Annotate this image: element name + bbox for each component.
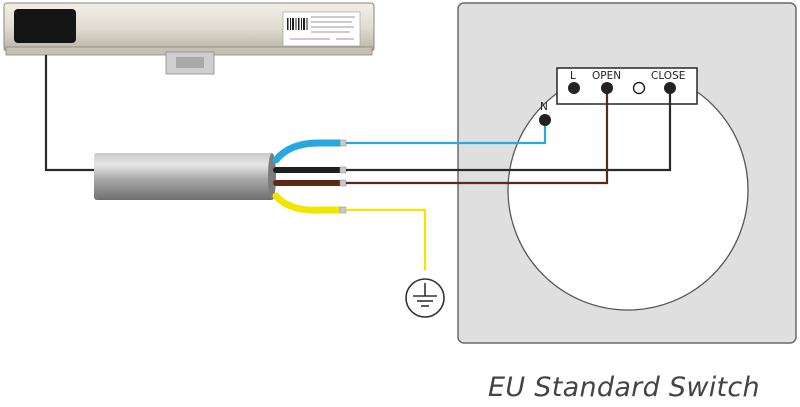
label-fine-print (290, 16, 355, 40)
actuator-lead-wire (44, 55, 97, 172)
terminal-n-dot (539, 114, 551, 126)
multi-core-cable (94, 153, 276, 200)
blue-wire-to-n (346, 124, 547, 145)
actuator-end-cap (14, 9, 76, 43)
cable-sheath-end (268, 153, 276, 200)
terminal-unused-dot (632, 81, 646, 95)
field-wiring (346, 92, 672, 270)
barcode-icon (287, 18, 308, 30)
ground-symbol-icon (405, 278, 445, 318)
terminal-close-label: CLOSE (651, 70, 685, 82)
terminal-dots (539, 81, 676, 126)
terminal-l-label: L (570, 70, 576, 82)
switch-caption: EU Standard Switch (488, 372, 760, 403)
blue-core (272, 139, 344, 164)
terminal-l-dot (568, 82, 580, 94)
terminal-open-label: OPEN (592, 70, 621, 82)
terminal-n-label: N (540, 101, 548, 113)
terminal-labels: L OPEN CLOSE N (540, 70, 685, 113)
ferrule-tips (339, 139, 347, 214)
switch-plate (457, 2, 797, 344)
cable-cores (272, 139, 347, 214)
window-actuator (3, 2, 375, 75)
terminal-close-dot (664, 82, 676, 94)
terminal-open-dot (601, 82, 613, 94)
brown-wire-to-open (346, 92, 609, 185)
yellow-wire-to-ground (346, 208, 427, 270)
cable-sheath (94, 153, 274, 200)
black-wire-to-close (346, 92, 672, 172)
yellow-core (272, 192, 344, 214)
bracket-slot (176, 57, 204, 68)
